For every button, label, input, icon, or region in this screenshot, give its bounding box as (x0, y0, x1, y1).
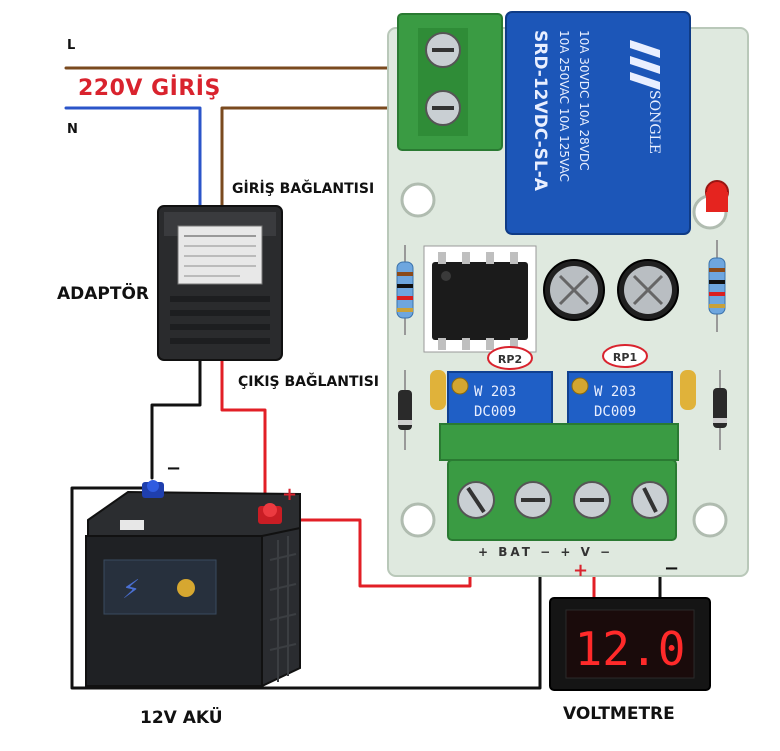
relay-rating-dc: 10A 30VDC 10A 28VDC (577, 30, 591, 171)
mount-hole-top-left (400, 182, 436, 218)
input-title: 220V GİRİŞ (78, 76, 221, 101)
input-connection-label: GİRİŞ BAĞLANTISI (232, 181, 375, 197)
voltmeter-minus-sign: − (664, 558, 680, 579)
line-label: L (67, 38, 76, 53)
wires (64, 66, 662, 690)
ceramic-capacitor-left (430, 370, 446, 410)
mount-hole-bottom-left (400, 502, 436, 538)
neutral-label: N (67, 122, 78, 137)
adapter-brown-wire (220, 106, 402, 210)
battery-negative-wire (70, 486, 542, 690)
resistor-left (396, 245, 414, 335)
rp1-code-top: W 203 (594, 384, 636, 400)
battery-plus-sign: + (282, 484, 298, 505)
relay-model: SRD-12VDC-SL-A (530, 30, 550, 192)
output-terminal-block (439, 423, 679, 541)
svg-text:RP1: RP1 (613, 351, 637, 364)
adapter-positive-wire (220, 358, 267, 502)
battery-terminal-positive (258, 503, 282, 524)
diode-right (713, 370, 727, 450)
ac-terminal-block (397, 13, 503, 151)
neutral-wire (64, 106, 202, 210)
rp1-tag: RP1 (602, 344, 648, 368)
relay-rating-ac: 10A 250VAC 10A 125VAC (557, 30, 571, 182)
output-connection-label: ÇIKIŞ BAĞLANTISI (238, 374, 380, 390)
rp2-code-top: W 203 (474, 384, 516, 400)
rp2-code-bottom: DC009 (474, 404, 516, 420)
rp1-code-bottom: DC009 (594, 404, 636, 420)
capacitor-right (617, 259, 679, 321)
potentiometer-rp1: W 203 DC009 (567, 371, 673, 425)
relay-brand: SONGLE (646, 90, 662, 154)
adapter-label: ADAPTÖR (57, 284, 150, 304)
charger-board: SRD-12VDC-SL-A 10A 250VAC 10A 125VAC 10A… (387, 11, 749, 577)
adapter-negative-wire (150, 358, 202, 480)
svg-text:RP2: RP2 (498, 353, 522, 366)
terminal-labels: + BAT − + V − (478, 545, 613, 559)
battery-minus-sign: − (166, 458, 182, 479)
mount-hole-bottom-right (692, 502, 728, 538)
led (705, 180, 729, 212)
battery-terminal-negative (142, 480, 164, 498)
battery: ⚡ (85, 480, 301, 688)
ic-chip (423, 245, 537, 353)
adapter (157, 205, 283, 361)
relay-logo-icon (630, 40, 660, 90)
battery-logo-icon: ⚡ (122, 575, 140, 605)
potentiometer-rp2: W 203 DC009 (447, 371, 553, 425)
diode-left (398, 370, 412, 450)
resistor-right (708, 240, 726, 332)
voltmeter: 12.0 (549, 597, 711, 691)
relay: SRD-12VDC-SL-A 10A 250VAC 10A 125VAC 10A… (505, 11, 691, 235)
battery-label: 12V AKÜ (140, 708, 223, 728)
rp2-tag: RP2 (487, 346, 533, 370)
capacitor-left (543, 259, 605, 321)
voltmeter-reading: 12.0 (575, 622, 686, 676)
ceramic-capacitor-right (680, 370, 696, 410)
voltmeter-label: VOLTMETRE (563, 704, 675, 724)
voltmeter-plus-sign: + (573, 560, 589, 581)
